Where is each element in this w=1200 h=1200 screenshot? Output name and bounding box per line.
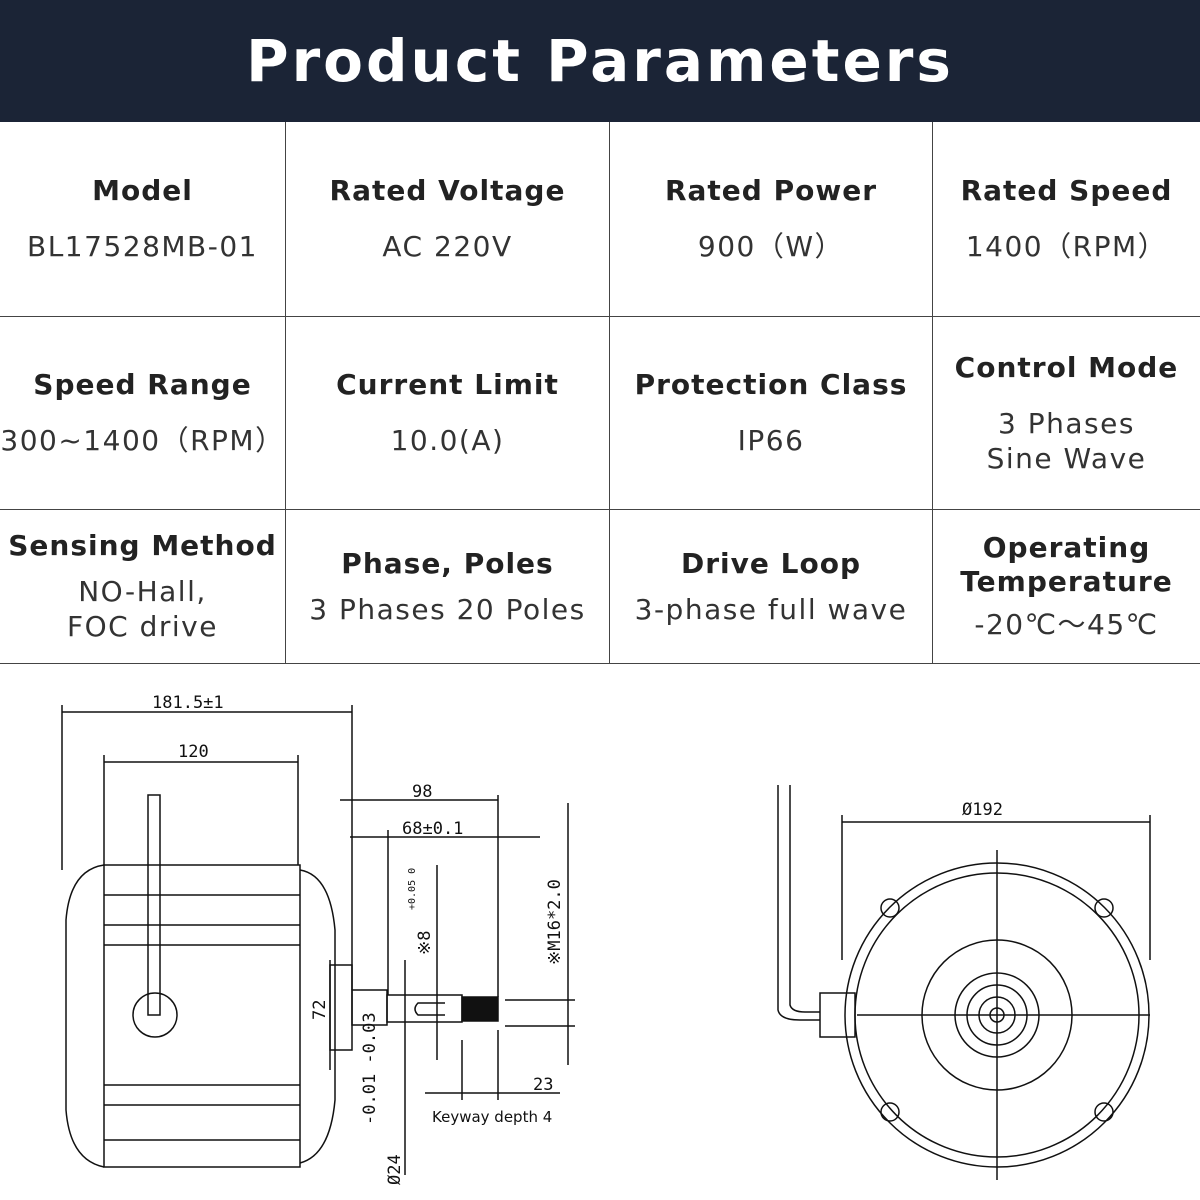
keyway-note: Keyway depth 4 bbox=[432, 1108, 552, 1126]
param-value: IP66 bbox=[737, 424, 805, 457]
param-value: 10.0(A) bbox=[390, 424, 505, 457]
param-value: BL17528MB-01 bbox=[27, 230, 258, 263]
dim-shaft-length: 98 bbox=[412, 782, 432, 802]
param-control-mode: Control Mode 3 Phases Sine Wave bbox=[933, 317, 1200, 509]
param-value: 300~1400（RPM） bbox=[0, 424, 285, 457]
dim-outer-diameter: Ø192 bbox=[962, 800, 1003, 820]
param-label: Drive Loop bbox=[681, 546, 861, 580]
param-label: Speed Range bbox=[33, 368, 252, 401]
front-view-drawing bbox=[777, 785, 1151, 1180]
dim-shaft-diameter: Ø24 bbox=[385, 1154, 405, 1185]
side-view-drawing bbox=[61, 705, 575, 1175]
technical-drawing: 181.5±1 120 98 68±0.1 ※8 +0.05 0 ※M16*2.… bbox=[61, 693, 1151, 1185]
param-phase-poles: Phase, Poles 3 Phases 20 Poles bbox=[286, 510, 610, 663]
param-value: 3-phase full wave bbox=[634, 592, 908, 626]
param-value: NO-Hall, FOC drive bbox=[67, 575, 218, 643]
dim-shaft-tolerance: 68±0.1 bbox=[402, 819, 463, 839]
param-current-limit: Current Limit 10.0(A) bbox=[286, 317, 610, 509]
dim-flange: 72 bbox=[310, 1000, 330, 1020]
param-label: Protection Class bbox=[634, 368, 908, 401]
dim-diameter-tolerance: -0.01 -0.03 bbox=[360, 1012, 380, 1125]
param-label: Sensing Method bbox=[8, 529, 277, 562]
param-value: AC 220V bbox=[382, 230, 513, 263]
param-value: 3 Phases Sine Wave bbox=[986, 406, 1147, 475]
table-row: Speed Range 300~1400（RPM） Current Limit 10… bbox=[0, 317, 1200, 510]
param-label: Operating Temperature bbox=[960, 531, 1173, 598]
param-label: Rated Speed bbox=[960, 174, 1173, 207]
dim-body-length: 120 bbox=[178, 742, 209, 762]
param-rated-speed: Rated Speed 1400（RPM） bbox=[933, 122, 1200, 316]
param-label: Control Mode bbox=[954, 350, 1179, 384]
param-value: 900（W） bbox=[697, 230, 845, 263]
param-label: Model bbox=[92, 174, 193, 207]
param-label: Rated Voltage bbox=[329, 174, 566, 207]
dim-end: 23 bbox=[533, 1075, 553, 1095]
param-value: 3 Phases 20 Poles bbox=[309, 592, 586, 626]
dim-key-width: ※8 bbox=[415, 931, 435, 955]
param-speed-range: Speed Range 300~1400（RPM） bbox=[0, 317, 286, 509]
param-value: 1400（RPM） bbox=[965, 230, 1168, 263]
param-operating-temperature: Operating Temperature -20℃～45℃ bbox=[933, 510, 1200, 663]
page-title: Product Parameters bbox=[0, 0, 1200, 122]
param-rated-power: Rated Power 900（W） bbox=[610, 122, 933, 316]
param-label: Phase, Poles bbox=[341, 546, 554, 580]
dim-key-tolerance: +0.05 0 bbox=[407, 868, 418, 910]
dim-overall-length: 181.5±1 bbox=[152, 693, 224, 713]
param-rated-voltage: Rated Voltage AC 220V bbox=[286, 122, 610, 316]
param-label: Current Limit bbox=[336, 368, 559, 401]
param-drive-loop: Drive Loop 3-phase full wave bbox=[610, 510, 933, 663]
param-label: Rated Power bbox=[664, 174, 878, 207]
param-value: -20℃～45℃ bbox=[974, 608, 1159, 641]
dim-thread: ※M16*2.0 bbox=[545, 879, 565, 965]
